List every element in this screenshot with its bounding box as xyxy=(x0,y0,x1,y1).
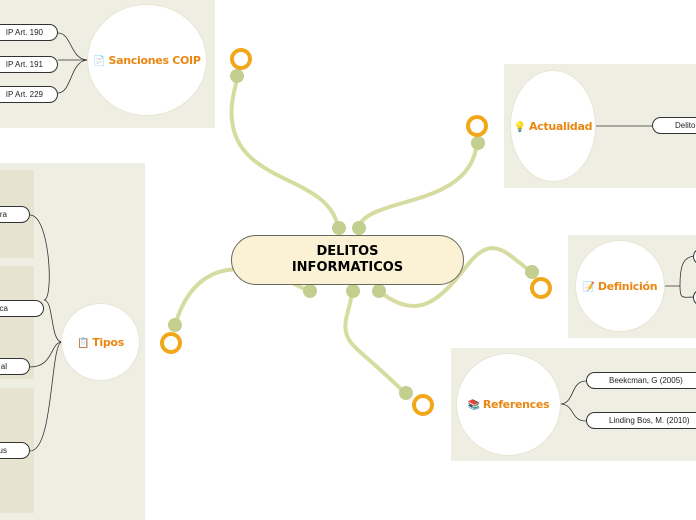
sanciones-item[interactable]: IP Art. 190 xyxy=(0,24,58,41)
sanciones-item[interactable]: IP Art. 229 xyxy=(0,86,58,103)
central-title-line2: INFORMATICOS xyxy=(291,260,404,275)
knob-central-1 xyxy=(332,221,346,235)
topic-definicion[interactable]: 📝Definición xyxy=(576,241,664,331)
topic-actualidad-label: Actualidad xyxy=(528,119,593,133)
knob-central-2 xyxy=(352,221,366,235)
tipos-item[interactable]: ra xyxy=(0,206,30,223)
topic-references-label: References xyxy=(482,398,550,411)
central-title-line1: DELITOS xyxy=(316,244,379,259)
books-icon: 📚 xyxy=(467,400,480,411)
actualidad-item[interactable]: Delito xyxy=(652,117,696,134)
connector-sanciones xyxy=(57,32,89,94)
ring-references xyxy=(412,394,434,416)
ring-definicion xyxy=(530,277,552,299)
tipos-item[interactable]: al xyxy=(0,358,30,375)
topic-definicion-label: Definición xyxy=(597,279,658,293)
topic-references[interactable]: 📚References xyxy=(457,354,560,455)
knob-tipos xyxy=(168,318,182,332)
branch-references xyxy=(343,290,407,395)
sanciones-item[interactable]: IP Art. 191 xyxy=(0,56,58,73)
knob-actualidad xyxy=(471,136,485,150)
document-icon: 📄 xyxy=(93,55,106,67)
lightbulb-icon: 💡 xyxy=(513,121,526,133)
tipos-item[interactable]: us xyxy=(0,442,30,459)
knob-sanciones xyxy=(230,69,244,83)
tipos-item[interactable]: ca xyxy=(0,300,44,317)
reference-item[interactable]: Beekcman, G (2005) xyxy=(586,372,696,389)
knob-references xyxy=(399,386,413,400)
ring-tipos xyxy=(160,332,182,354)
knob-central-4 xyxy=(346,284,360,298)
branch-definicion xyxy=(378,246,534,308)
central-topic[interactable]: DELITOS INFORMATICOS xyxy=(231,235,464,285)
topic-tipos-label: Tipos xyxy=(92,335,124,349)
topic-actualidad[interactable]: 💡Actualidad xyxy=(511,71,595,181)
ring-sanciones xyxy=(230,48,252,70)
branch-sanciones xyxy=(229,75,340,230)
connector-references xyxy=(559,380,587,422)
knob-central-3 xyxy=(303,284,317,298)
knob-central-5 xyxy=(372,284,386,298)
topic-sanciones-label: Sanciones COIP xyxy=(108,53,201,67)
knob-definicion xyxy=(525,265,539,279)
connector-tipos xyxy=(29,214,63,452)
topic-sanciones[interactable]: 📄Sanciones COIP xyxy=(88,5,206,115)
topic-tipos[interactable]: 📋Tipos xyxy=(62,304,139,380)
reference-item[interactable]: Linding Bos, M. (2010) xyxy=(586,412,696,429)
clipboard-icon: 📋 xyxy=(77,337,90,349)
memo-icon: 📝 xyxy=(582,281,595,293)
branch-actualidad xyxy=(356,141,479,230)
ring-actualidad xyxy=(466,115,488,137)
